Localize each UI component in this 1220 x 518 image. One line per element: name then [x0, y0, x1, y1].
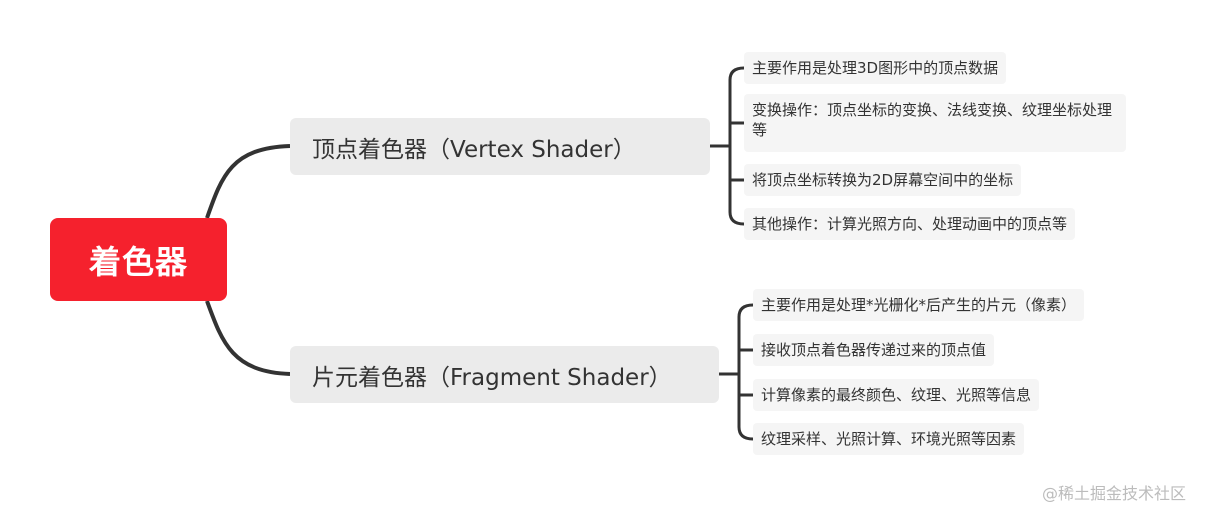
connector-vertex-bracket	[728, 66, 745, 226]
watermark: @稀土掘金技术社区	[1042, 484, 1187, 503]
fragment-leaf-main-role[interactable]: 主要作用是处理*光栅化*后产生的片元（像素）	[753, 289, 1085, 321]
fragment-leaf-compute-color[interactable]: 计算像素的最终颜色、纹理、光照等信息	[753, 379, 1040, 411]
connector-root-fragment	[205, 300, 291, 376]
vertex-leaf-main-role[interactable]: 主要作用是处理3D图形中的顶点数据	[744, 52, 1007, 84]
branch-vertex-shader[interactable]: 顶点着色器（Vertex Shader）	[290, 118, 710, 175]
root-node[interactable]: 着色器	[50, 218, 227, 301]
fragment-leaf-sampling[interactable]: 纹理采样、光照计算、环境光照等因素	[753, 423, 1025, 455]
branch-fragment-shader[interactable]: 片元着色器（Fragment Shader）	[290, 346, 719, 403]
connector-fragment-bracket	[737, 303, 754, 441]
vertex-leaf-other-ops[interactable]: 其他操作：计算光照方向、处理动画中的顶点等	[744, 208, 1076, 240]
vertex-leaf-transform[interactable]: 变换操作：顶点坐标的变换、法线变换、纹理坐标处理等	[744, 94, 1126, 152]
connector-root-vertex	[205, 144, 291, 219]
fragment-leaf-receive-values[interactable]: 接收顶点着色器传递过来的顶点值	[753, 334, 995, 366]
vertex-leaf-screen-space[interactable]: 将顶点坐标转换为2D屏幕空间中的坐标	[744, 164, 1022, 196]
